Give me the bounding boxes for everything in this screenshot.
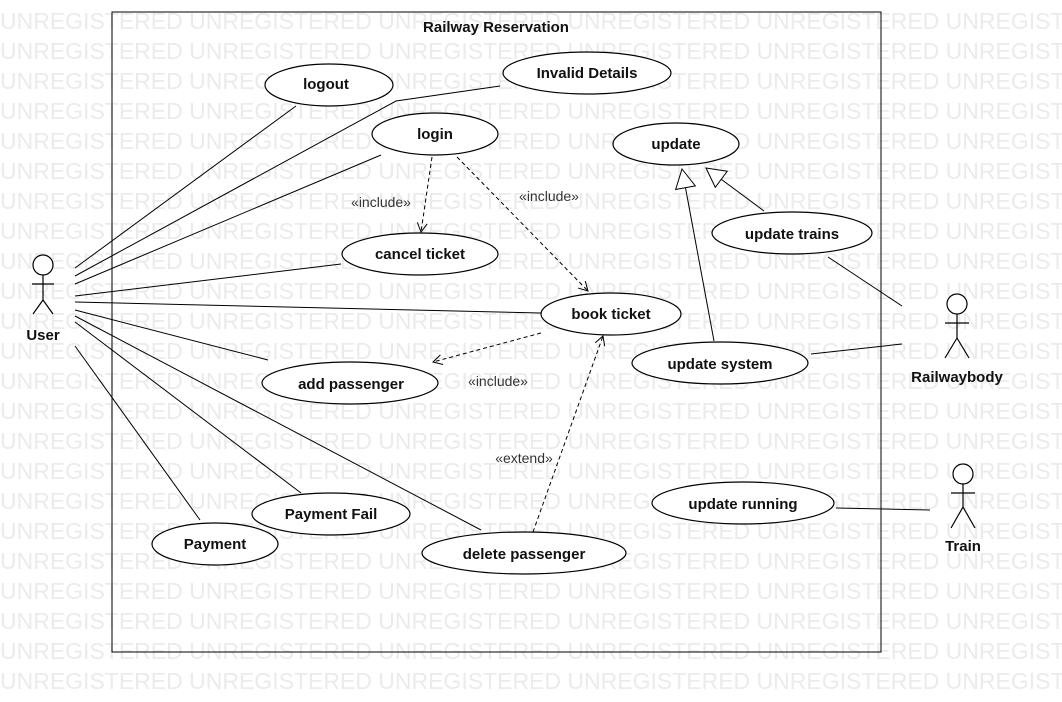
watermark-row: UNREGISTERED UNREGISTERED UNREGISTERED U… — [0, 638, 1062, 664]
include-book-ticket-add-passenger — [432, 332, 542, 365]
svg-text:update: update — [651, 136, 700, 153]
watermark-row: UNREGISTERED UNREGISTERED UNREGISTERED U… — [0, 668, 1062, 694]
assoc-user-cancel-ticket — [74, 263, 342, 297]
watermark-row: UNREGISTERED UNREGISTERED UNREGISTERED U… — [0, 608, 1062, 634]
watermark-row: UNREGISTERED UNREGISTERED UNREGISTERED U… — [0, 248, 1062, 274]
use-case-update-trains[interactable]: update trains — [711, 211, 873, 255]
watermark-row: UNREGISTERED UNREGISTERED UNREGISTERED U… — [0, 98, 1062, 124]
svg-text:Invalid Details: Invalid Details — [537, 65, 638, 82]
label-extend: «extend» — [495, 450, 553, 466]
use-case-payment-fail[interactable]: Payment Fail — [251, 492, 411, 536]
use-case-logout[interactable]: logout — [264, 63, 394, 107]
watermark-row: UNREGISTERED UNREGISTERED UNREGISTERED U… — [0, 218, 1062, 244]
use-case-update-system[interactable]: update system — [631, 341, 809, 385]
watermark-row: UNREGISTERED UNREGISTERED UNREGISTERED U… — [0, 398, 1062, 424]
svg-text:add passenger: add passenger — [298, 376, 404, 393]
assoc-user-logout — [74, 105, 297, 269]
label-include-cancel: «include» — [351, 194, 411, 210]
actor-user-label: User — [26, 327, 60, 344]
assoc-railwaybody-update-trains — [827, 256, 903, 307]
svg-text:update trains: update trains — [745, 226, 839, 243]
watermark-row: UNREGISTERED UNREGISTERED UNREGISTERED U… — [0, 188, 1062, 214]
watermark-row: UNREGISTERED UNREGISTERED UNREGISTERED U… — [0, 368, 1062, 394]
watermark-row: UNREGISTERED UNREGISTERED UNREGISTERED U… — [0, 278, 1062, 304]
generalization-update-system-update — [674, 167, 715, 342]
use-case-payment[interactable]: Payment — [151, 522, 279, 566]
svg-text:Payment: Payment — [184, 536, 247, 553]
use-case-delete-passenger[interactable]: delete passenger — [421, 531, 627, 575]
svg-text:Payment Fail: Payment Fail — [285, 506, 378, 523]
extend-delete-passenger-book-ticket — [532, 335, 606, 533]
assoc-railwaybody-update-system — [810, 343, 903, 355]
include-login-book-ticket — [456, 156, 589, 292]
svg-text:update running: update running — [688, 496, 797, 513]
watermark-row: UNREGISTERED UNREGISTERED UNREGISTERED U… — [0, 128, 1062, 154]
use-case-login[interactable]: login — [371, 112, 499, 156]
actor-railwaybody-label: Railwaybody — [911, 369, 1003, 386]
assoc-user-add-passenger — [74, 309, 269, 361]
svg-text:logout: logout — [303, 76, 349, 93]
svg-text:cancel ticket: cancel ticket — [375, 246, 465, 263]
use-case-update[interactable]: update — [612, 122, 740, 166]
use-case-add-passenger[interactable]: add passenger — [261, 361, 439, 405]
user-head-icon — [32, 254, 54, 276]
user-associations — [74, 85, 542, 531]
svg-text:login: login — [417, 126, 453, 143]
label-include-add-passenger: «include» — [468, 373, 528, 389]
assoc-user-invalid-details — [74, 85, 501, 277]
watermark-row: UNREGISTERED UNREGISTERED UNREGISTERED U… — [0, 578, 1062, 604]
assoc-user-login — [74, 154, 382, 285]
system-boundary — [111, 11, 882, 653]
generalization-update-trains-update — [705, 167, 765, 212]
use-case-update-running[interactable]: update running — [651, 481, 835, 525]
watermark-row: UNREGISTERED UNREGISTERED UNREGISTERED U… — [0, 428, 1062, 454]
watermark-row: UNREGISTERED UNREGISTERED UNREGISTERED U… — [0, 338, 1062, 364]
svg-text:book ticket: book ticket — [571, 306, 650, 323]
svg-text:delete passenger: delete passenger — [463, 546, 586, 563]
actor-train[interactable] — [950, 463, 976, 529]
dependencies — [416, 156, 606, 533]
include-login-cancel-ticket — [416, 156, 433, 234]
system-title: Railway Reservation — [423, 19, 569, 36]
use-case-invalid-details[interactable]: Invalid Details — [502, 51, 672, 95]
actor-railwaybody[interactable] — [944, 293, 970, 359]
watermark-row: UNREGISTERED UNREGISTERED UNREGISTERED U… — [0, 158, 1062, 184]
label-include-book: «include» — [519, 188, 579, 204]
use-case-cancel-ticket[interactable]: cancel ticket — [341, 232, 499, 276]
assoc-user-book-ticket — [74, 301, 542, 314]
svg-text:update system: update system — [667, 356, 772, 373]
assoc-train-update-running — [835, 507, 931, 511]
watermark-row: UNREGISTERED UNREGISTERED UNREGISTERED U… — [0, 488, 1062, 514]
railwaybody-head-icon — [946, 293, 968, 315]
assoc-user-payment — [74, 345, 201, 521]
actor-train-label: Train — [945, 538, 981, 555]
watermark-row: UNREGISTERED UNREGISTERED UNREGISTERED U… — [0, 458, 1062, 484]
train-head-icon — [952, 463, 974, 485]
assoc-user-delete-passenger — [74, 315, 482, 531]
assoc-user-payment-fail — [74, 321, 302, 494]
actor-user[interactable] — [32, 254, 54, 315]
other-associations — [810, 256, 931, 511]
generalizations — [674, 167, 765, 342]
use-case-book-ticket[interactable]: book ticket — [540, 292, 682, 336]
